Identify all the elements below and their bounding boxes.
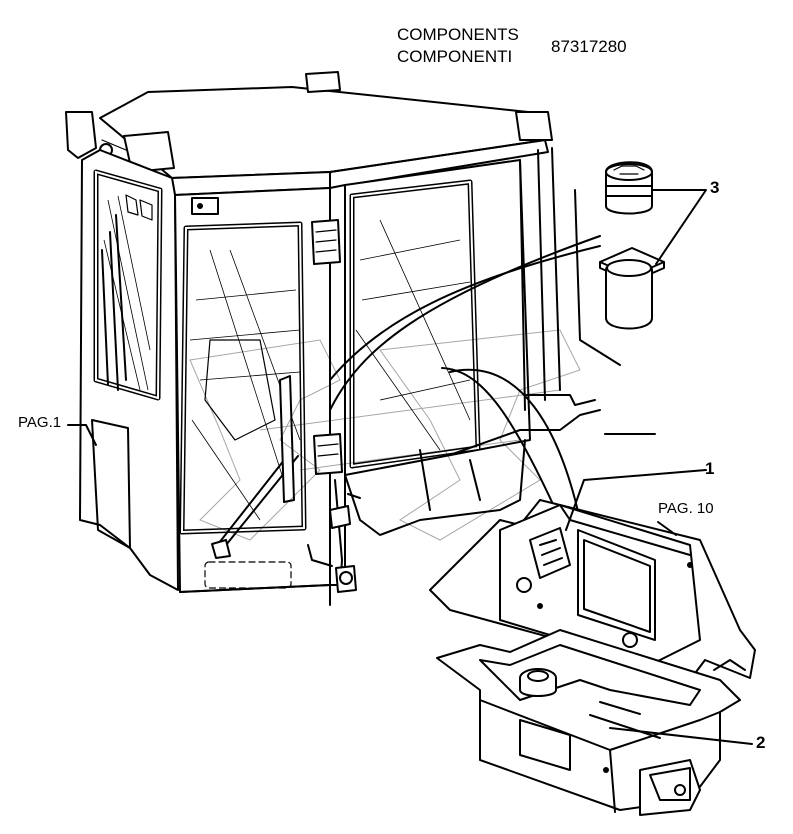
leader-3: [651, 189, 707, 265]
callout-2: 2: [756, 733, 765, 752]
operator-cab: [65, 71, 601, 606]
page-ref-left-leader: [67, 424, 97, 446]
part-1-cover: [429, 367, 756, 681]
page-ref-right-leader: [657, 521, 677, 536]
title-componenti: COMPONENTI: [397, 47, 512, 66]
watermark: [189, 329, 581, 541]
leader-1: [565, 469, 707, 531]
part-number: 87317280: [551, 37, 627, 56]
page-ref-left: PAG.1: [18, 414, 61, 431]
part-2-housing: [436, 629, 741, 816]
part-3-filler-cap: [599, 161, 665, 330]
page-ref-right: PAG. 10: [658, 500, 714, 517]
leader-2: [609, 727, 753, 745]
relation-curve: [329, 235, 601, 411]
callout-1: 1: [705, 459, 714, 478]
callout-3: 3: [710, 178, 719, 197]
title-components: COMPONENTS: [397, 25, 519, 44]
